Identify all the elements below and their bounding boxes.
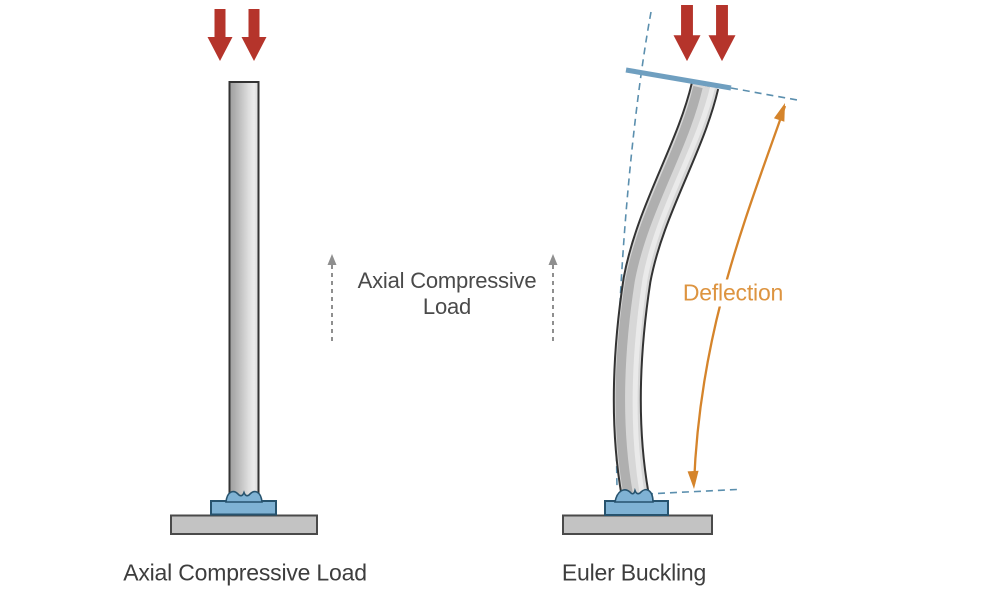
left-figure-caption: Axial Compressive Load xyxy=(123,559,367,586)
dashed-up-arrow-icon xyxy=(548,254,558,341)
cap-extension-dashed-line xyxy=(730,87,801,102)
right-figure-caption: Euler Buckling xyxy=(561,559,707,586)
base-plate xyxy=(210,500,277,516)
shaft-shading xyxy=(615,85,703,494)
buckled-column-shaft xyxy=(612,82,720,497)
weld-fillet xyxy=(614,487,654,503)
ground-slab xyxy=(562,514,713,535)
top-cap-plate xyxy=(625,67,732,91)
base-reference-dashed-line xyxy=(645,488,738,495)
base-plate xyxy=(604,500,669,516)
axial-load-direction-arrows xyxy=(327,254,558,341)
shaft-fill xyxy=(614,83,718,497)
axial-load-annotation: Axial Compressive Load xyxy=(358,268,537,320)
shaft-highlight xyxy=(632,84,716,494)
weld-fillet xyxy=(225,490,263,503)
ground-slab xyxy=(170,514,318,535)
load-arrow-icon xyxy=(207,9,233,61)
straight-column-figure xyxy=(170,9,318,535)
load-arrow-icon xyxy=(241,9,267,61)
load-arrow-icon xyxy=(708,5,736,62)
column-shaft xyxy=(228,81,260,498)
load-arrow-icon xyxy=(673,5,701,62)
axial-load-annotation-line2: Load xyxy=(422,294,472,319)
dashed-up-arrow-icon xyxy=(327,254,337,341)
axial-load-annotation-line1: Axial Compressive xyxy=(357,268,537,293)
buckled-column-figure xyxy=(562,5,801,535)
deflection-label: Deflection xyxy=(676,279,790,307)
